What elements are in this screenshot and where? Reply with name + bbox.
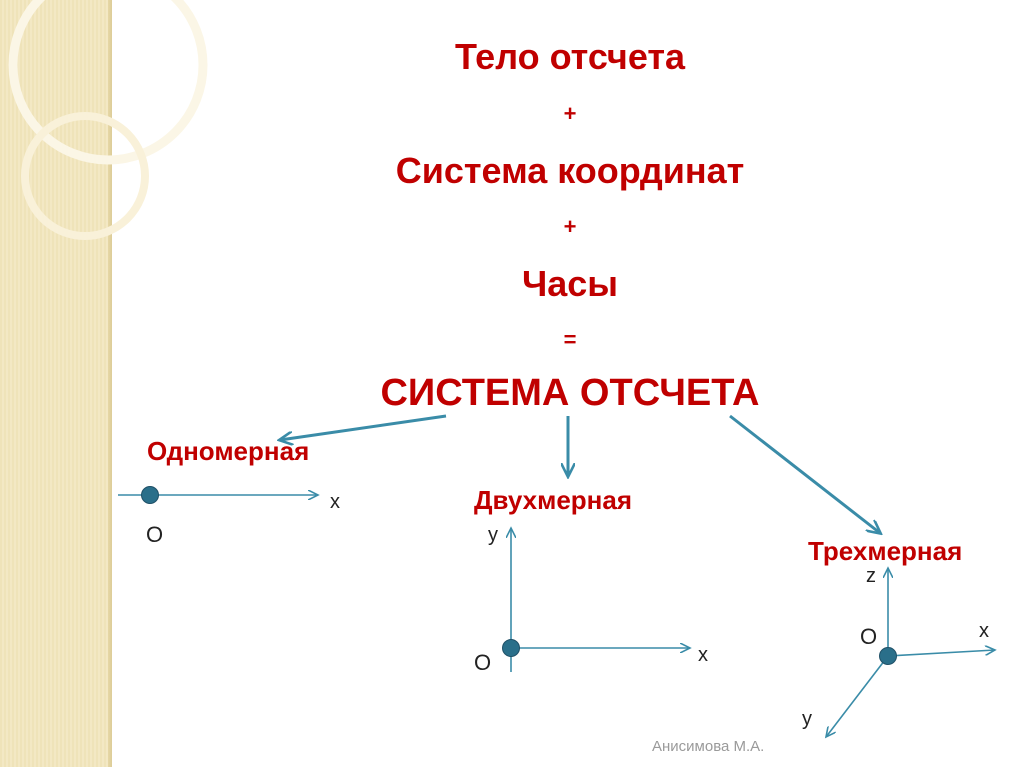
origin-label-2d: O: [474, 650, 492, 675]
equals-sign: =: [563, 327, 577, 352]
title-clock: Часы: [521, 263, 619, 304]
arrow-to-three-dimensional: [729, 414, 880, 533]
three-dimensional-system: [826, 568, 995, 737]
x-axis-3d: [887, 650, 995, 657]
background-rings: [8, 0, 208, 240]
label-two-dimensional: Двухмерная: [474, 485, 633, 515]
origin-dot-3d: [879, 647, 897, 665]
one-dimensional-system: [118, 486, 318, 504]
plus-sign-1: +: [563, 101, 577, 126]
arrow-to-one-dimensional: [280, 414, 447, 440]
origin-label-1d: O: [146, 522, 164, 547]
author-credit: Анисимова М.А.: [652, 738, 765, 755]
origin-label-3d: O: [860, 624, 878, 649]
y-label-2d: y: [488, 524, 498, 546]
origin-dot-2d: [502, 639, 520, 657]
z-label-3d: z: [866, 565, 876, 587]
plus-sign-2: +: [563, 214, 577, 239]
title-coordinate-system: Система координат: [395, 150, 745, 191]
title-reference-body: Тело отсчета: [454, 36, 686, 77]
x-label-3d: x: [979, 620, 989, 642]
side-band-edge: [108, 0, 112, 767]
y-axis-3d: [826, 655, 889, 737]
x-label-2d: x: [698, 644, 708, 666]
y-label-3d: y: [802, 708, 812, 730]
two-dimensional-system: [502, 528, 691, 672]
origin-dot-1d: [141, 486, 159, 504]
x-label-1d: x: [330, 491, 340, 513]
title-reference-frame: СИСТЕМА ОТСЧЕТА: [380, 372, 760, 414]
label-three-dimensional: Трехмерная: [808, 536, 963, 566]
